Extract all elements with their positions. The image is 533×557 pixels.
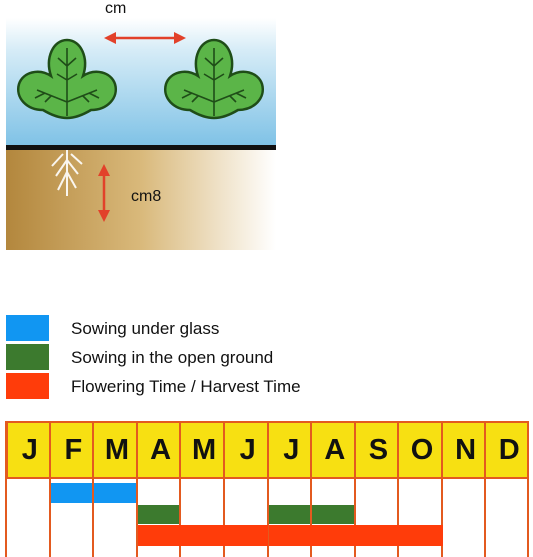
calendar-bar-0-1 <box>50 483 93 503</box>
grid-line <box>527 421 529 557</box>
root-icon <box>51 150 83 196</box>
legend-label-harvest: Flowering Time / Harvest Time <box>71 377 301 396</box>
calendar-bar-2-4 <box>181 525 225 546</box>
calendar-bar-0-2 <box>94 483 136 503</box>
legend-label-open-ground: Sowing in the open ground <box>71 348 274 367</box>
legend-swatch-open-ground <box>6 344 49 370</box>
calendar-bar-1-6 <box>268 505 311 524</box>
depth-label: cm8 <box>131 188 162 205</box>
grid-line <box>440 421 443 557</box>
calendar-bar-1-7 <box>312 505 354 524</box>
grid-line <box>353 421 356 557</box>
calendar-bar-2-5 <box>224 525 269 546</box>
calendar-bar-1-3 <box>137 505 180 524</box>
grid-line <box>135 421 138 557</box>
grid-line <box>48 421 51 557</box>
calendar-bar-2-3 <box>137 525 182 546</box>
calendar-bar-2-9 <box>399 525 443 546</box>
legend-swatch-glass <box>6 315 49 341</box>
planting-illustration <box>6 18 276 250</box>
month-4: M <box>192 433 217 466</box>
spacing-label: cm <box>105 0 127 17</box>
month-7: A <box>324 433 346 466</box>
calendar-bar-2-7 <box>312 525 356 546</box>
grid-line <box>310 421 313 557</box>
month-5: J <box>239 433 256 466</box>
month-9: O <box>410 433 434 466</box>
grid-line <box>397 421 400 557</box>
month-8: S <box>368 433 389 466</box>
calendar-bar-2-8 <box>355 525 400 546</box>
month-11: D <box>498 433 520 466</box>
calendar-bar-2-6 <box>268 525 313 546</box>
grid-line <box>179 421 182 557</box>
month-1: F <box>64 433 83 466</box>
legend-swatch-harvest <box>6 373 49 399</box>
month-10: N <box>455 433 477 466</box>
grid-line <box>222 421 225 557</box>
month-3: A <box>150 433 172 466</box>
legend-label-glass: Sowing under glass <box>71 319 220 338</box>
spacing-arrow-icon <box>104 32 186 44</box>
depth-arrow-icon <box>98 164 110 222</box>
month-6: J <box>283 433 300 466</box>
grid-line <box>5 421 7 557</box>
grid-line <box>92 421 95 557</box>
month-0: J <box>21 433 38 466</box>
month-2: M <box>104 433 130 466</box>
grid-line <box>266 421 269 557</box>
grid-line <box>484 421 487 557</box>
